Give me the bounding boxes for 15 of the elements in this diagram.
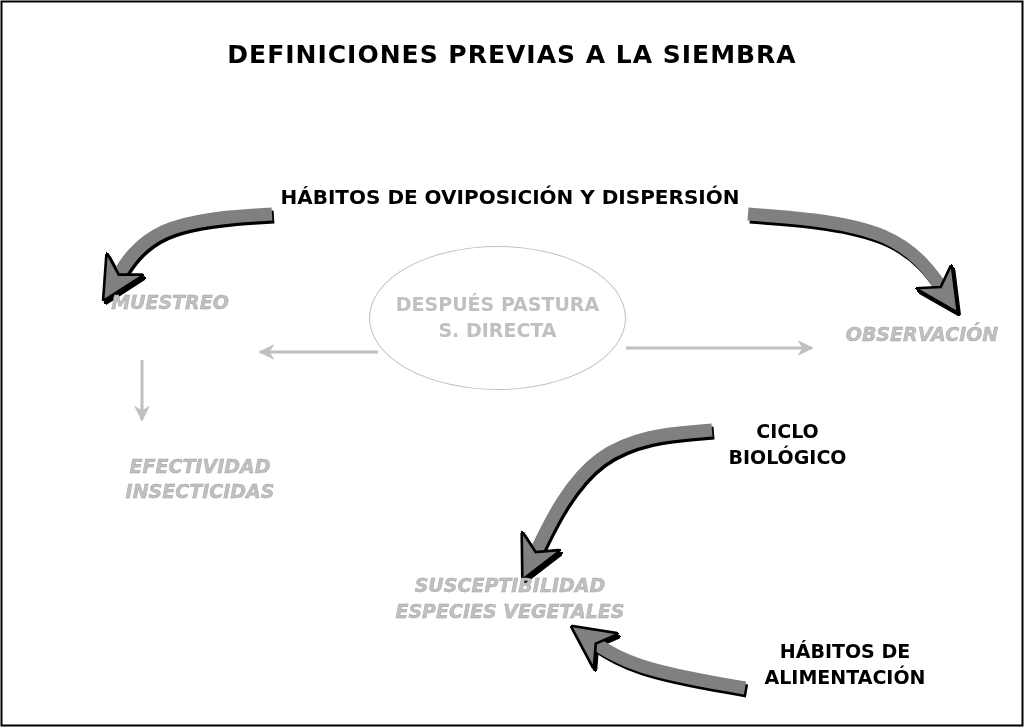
arrow [626, 340, 814, 356]
label-text: EFECTIVIDAD INSECTICIDAS [124, 453, 276, 505]
title: DEFINICIONES PREVIAS A LA SIEMBRA [226, 40, 798, 69]
label-text: MUESTREO [111, 290, 229, 315]
label-text: HÁBITOS DE OVIPOSICIÓN Y DISPERSIÓN [280, 183, 740, 211]
curved-arrow [569, 624, 747, 695]
curved-arrow [101, 207, 273, 303]
label-text: OBSERVACIÓN [845, 322, 999, 348]
label-text: DESPUÉS PASTURA S. DIRECTA [394, 292, 601, 343]
arrow [258, 344, 378, 360]
label-text: SUSCEPTIBILIDAD ESPECIES VEGETALES [394, 573, 626, 624]
curved-arrow [747, 207, 960, 314]
arrow [134, 360, 150, 422]
label-text: HÁBITOS DE ALIMENTACIÓN [763, 639, 927, 690]
label-text: CICLO BIOLÓGICO [727, 419, 848, 470]
